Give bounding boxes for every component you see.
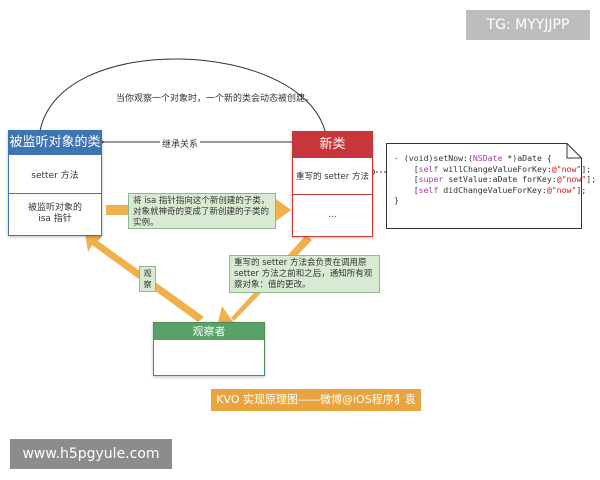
- code-line-2: [self willChangeValueForKey:@"now"];: [394, 163, 592, 174]
- code-line-1: - (void)setNow:(NSDate *)aDate {: [394, 153, 552, 163]
- observed-setter-method: setter 方法: [9, 155, 101, 194]
- creation-arc: [39, 58, 326, 132]
- diagram-caption: KVO 实现原理图——微博@iOS程序犭袁: [211, 389, 421, 411]
- observed-class-box: 被监听对象的类 setter 方法 被监听对象的 isa 指针: [8, 130, 102, 236]
- new-class-ellipsis: ...: [328, 210, 337, 220]
- note-setter-notify: 重写的 setter 方法会负责在调用原 setter 方法之前和之后，通知所有…: [229, 255, 380, 293]
- observer-box: 观察者: [153, 322, 265, 376]
- watermark-bottom: www.h5pgyule.com: [10, 439, 172, 469]
- code-snippet: - (void)setNow:(NSDate *)aDate { [self w…: [394, 153, 596, 206]
- isa-line-1: 被监听对象的: [27, 203, 82, 213]
- code-line-5: }: [394, 195, 399, 205]
- code-note: - (void)setNow:(NSDate *)aDate { [self w…: [386, 143, 596, 229]
- note-isa-pointer: 将 isa 指针指向这个新创建的子类，对象就神奇的变成了新创建的子类的实例。: [128, 193, 276, 229]
- note-observe: 观察: [139, 266, 156, 292]
- observer-title: 观察者: [154, 323, 264, 340]
- new-class-title: 新类: [293, 132, 372, 158]
- note-class-created: 当你观察一个对象时，一个新的类会动态被创建。: [115, 94, 314, 104]
- new-class-box: 新类 重写的 setter 方法 ...: [292, 131, 373, 237]
- observed-class-title: 被监听对象的类: [9, 131, 101, 155]
- code-note-paper: [386, 143, 582, 229]
- inheritance-label: 继承关系: [160, 137, 201, 150]
- isa-line-2: isa 指针: [38, 214, 72, 224]
- new-class-setter: 重写的 setter 方法: [293, 158, 372, 195]
- code-line-4: [self didChangeValueForKey:@"now"];: [394, 184, 587, 195]
- watermark-top: TG: MYYJJPP: [466, 10, 590, 40]
- observed-isa-pointer: 被监听对象的 isa 指针: [9, 194, 101, 234]
- code-line-3: [super setValue:aDate forKey:@"now"];: [394, 174, 597, 184]
